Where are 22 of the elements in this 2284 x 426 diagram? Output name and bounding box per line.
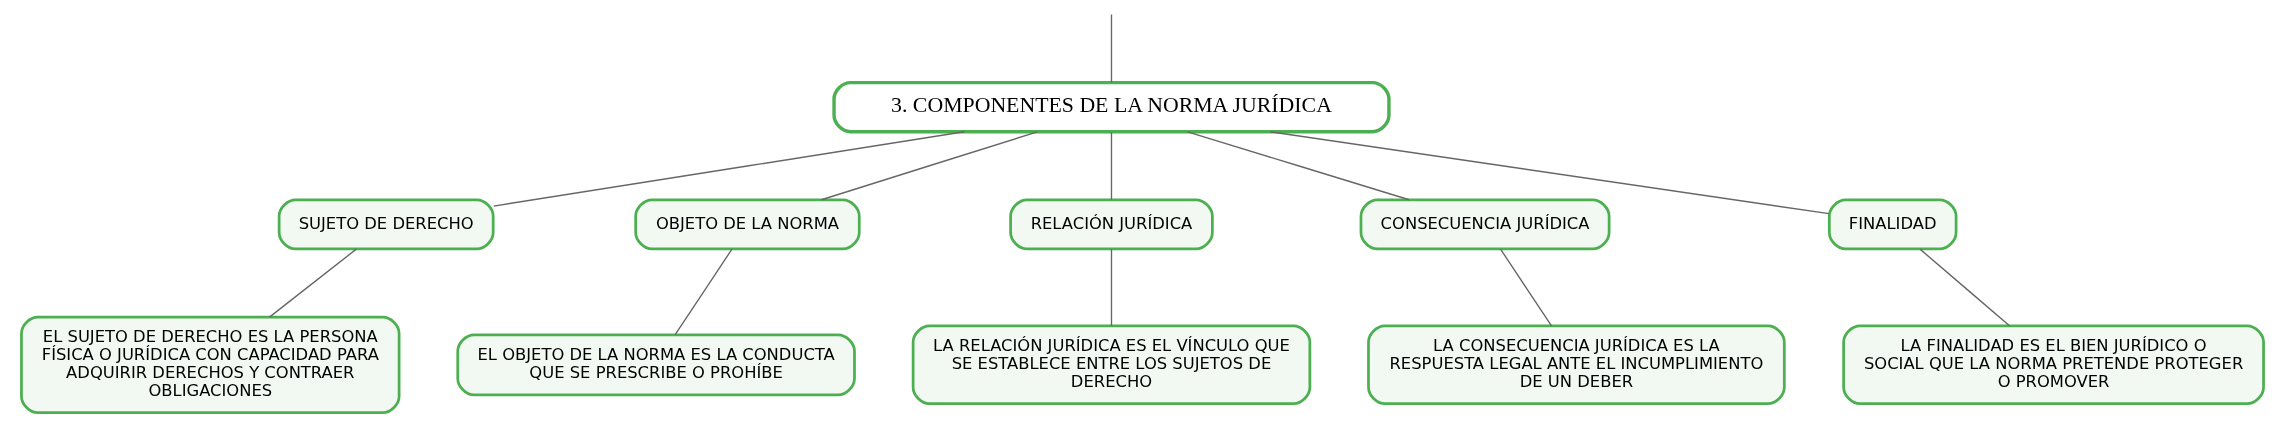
connector	[1186, 131, 1410, 201]
connector	[1268, 131, 1830, 215]
connector	[492, 131, 965, 207]
connector	[1918, 248, 2010, 327]
connector	[1110, 131, 1112, 201]
connector	[1499, 248, 1552, 327]
node-box: RELACIÓN JURÍDICA	[1008, 198, 1214, 251]
node-box: EL OBJETO DE LA NORMA ES LA CONDUCTA QUE SE PRESCRIBE O PROHÍBE	[455, 333, 856, 397]
node-box: OBJETO DE LA NORMA	[633, 198, 861, 251]
node-box: EL SUJETO DE DERECHO ES LA PERSONA FÍSICA O JURÍDICA CON CAPACIDAD PARA ADQUIRIR DERECHOS Y CONTRAER OBLIGACIONES	[19, 315, 400, 414]
connector	[1110, 13, 1112, 84]
node-box: LA RELACIÓN JURÍDICA ES EL VÍNCULO QUE SE ESTABLECE ENTRE LOS SUJETOS DE DERECHO	[911, 324, 1311, 406]
node-box: LA FINALIDAD ES EL BIEN JURÍDICO O SOCIAL QUE LA NORMA PRETENDE PROTEGER O PROMOVER	[1841, 324, 2265, 406]
connector	[268, 248, 357, 318]
node-box: CONSECUENCIA JURÍDICA	[1359, 198, 1610, 251]
node-box: 3. COMPONENTES DE LA NORMA JURÍDICA	[831, 80, 1391, 134]
node-box: LA CONSECUENCIA JURÍDICA ES LA RESPUESTA LEGAL ANTE EL INCUMPLIMIENTO DE UN DEBER	[1366, 324, 1786, 406]
node-box: SUJETO DE DERECHO	[277, 198, 495, 251]
node-box: FINALIDAD	[1827, 198, 1957, 251]
connector	[674, 248, 733, 336]
connector	[820, 131, 1038, 201]
connector	[1110, 248, 1112, 327]
